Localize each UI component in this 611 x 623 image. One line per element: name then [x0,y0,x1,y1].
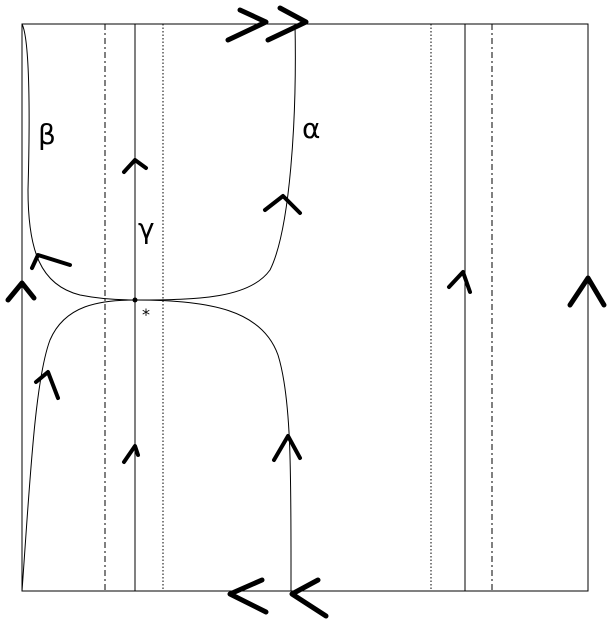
left-edge-arrow-icon [5,280,37,303]
beta-curve-lower [21,299,136,592]
label-beta: β [38,118,56,151]
top-double-arrow-icon [225,5,309,43]
gamma-upper-arrow-icon [122,158,148,174]
alpha-upper-arrow-icon [263,194,302,215]
label-alpha: α [302,112,320,145]
beta-upper-arrow-icon [30,253,72,270]
alpha-lower-arrow-icon [272,434,302,462]
beta-lower-arrow-icon [34,370,60,400]
right-edge-arrow-icon [567,275,607,308]
alpha-curve-lower [134,299,292,592]
label-gamma: γ [138,212,155,245]
gamma-lower-arrow-icon [122,444,140,464]
beta-curve-upper [21,23,136,301]
alpha-curve-upper [134,23,296,301]
bottom-double-arrow-icon [227,577,329,619]
right-line-arrow-icon [447,270,472,294]
square-boundary [21,23,589,592]
label-basepoint: * [142,305,150,324]
basepoint-dot [132,297,138,303]
